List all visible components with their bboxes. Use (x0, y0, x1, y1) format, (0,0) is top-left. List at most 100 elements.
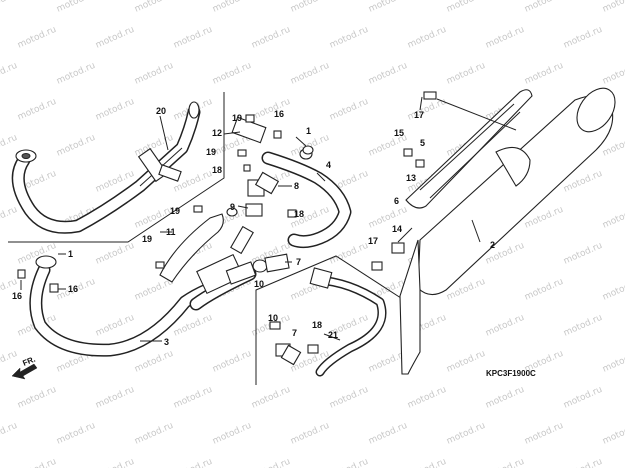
watermark-text: motod.ru (172, 457, 214, 468)
watermark-text: motod.ru (250, 25, 292, 51)
callout-17: 17 (368, 236, 378, 246)
callout-7: 7 (296, 257, 301, 267)
watermark-text: motod.ru (601, 61, 625, 87)
watermark-text: motod.ru (16, 385, 58, 411)
hardware (17, 91, 437, 330)
watermark-text: motod.ru (601, 0, 625, 15)
exhaust-pipe-4 (231, 116, 352, 273)
watermark-text: motod.ru (484, 385, 526, 411)
watermark-text: motod.ru (289, 421, 331, 447)
callout-18: 18 (294, 209, 304, 219)
watermark-text: motod.ru (484, 457, 526, 468)
exhaust-pipe-3 (29, 225, 257, 357)
watermark-text: motod.ru (16, 97, 58, 123)
watermark-text: motod.ru (211, 0, 253, 15)
watermark-text: motod.ru (562, 313, 604, 339)
watermark-text: motod.ru (55, 61, 97, 87)
watermark-text: motod.ru (367, 205, 409, 231)
watermark-text: motod.ru (211, 61, 253, 87)
callout-13: 13 (406, 173, 416, 183)
callout-7: 7 (292, 328, 297, 338)
watermark-text: motod.ru (0, 421, 19, 447)
watermark-text: motod.ru (523, 61, 565, 87)
watermark-text: motod.ru (601, 349, 625, 375)
callout-14: 14 (392, 224, 402, 234)
watermark-text: motod.ru (94, 313, 136, 339)
connecting-pipe-21 (275, 267, 387, 377)
watermark-text: motod.ru (211, 421, 253, 447)
watermark-text: motod.ru (289, 61, 331, 87)
watermark-text: motod.ru (250, 97, 292, 123)
watermark-text: motod.ru (367, 421, 409, 447)
watermark-text: motod.ru (601, 277, 625, 303)
watermark-text: motod.ru (523, 0, 565, 15)
watermark-text: motod.ru (172, 25, 214, 51)
watermark-text: motod.ru (133, 349, 175, 375)
callout-11: 11 (166, 227, 176, 237)
watermark-text: motod.ru (445, 349, 487, 375)
callout-2: 2 (490, 240, 495, 250)
watermark-text: motod.ru (289, 0, 331, 15)
watermark-text: motod.ru (562, 25, 604, 51)
watermark-text: motod.ru (406, 385, 448, 411)
callout-3: 3 (164, 337, 169, 347)
watermark-text: motod.ru (0, 205, 19, 231)
front-direction-label: FR. (21, 355, 36, 368)
callout-18: 18 (312, 320, 322, 330)
callout-20: 20 (156, 106, 166, 116)
watermark-text: motod.ru (445, 61, 487, 87)
diagram-code: KPC3F1900C (486, 369, 536, 378)
watermark-text: motod.ru (562, 457, 604, 468)
watermark-text: motod.ru (94, 385, 136, 411)
watermark-text: motod.ru (55, 133, 97, 159)
callout-9: 9 (230, 202, 235, 212)
callout-labels: 20 1 16 16 3 19 16 12 19 18 1 4 8 19 9 1… (12, 106, 536, 378)
exhaust-pipe-20 (11, 101, 201, 234)
callout-10: 10 (254, 279, 264, 289)
callout-10: 10 (268, 313, 278, 323)
inset-frame-21 (255, 255, 405, 385)
callout-1: 1 (306, 126, 311, 136)
watermark-text: motod.ru (94, 25, 136, 51)
watermark-text: motod.ru (328, 385, 370, 411)
callout-17: 17 (414, 110, 424, 120)
watermark-text: motod.ru (250, 385, 292, 411)
callout-6: 6 (394, 196, 399, 206)
watermark-text: motod.ru (328, 25, 370, 51)
watermark-text: motod.ru (562, 241, 604, 267)
watermark-text: motod.ru (601, 205, 625, 231)
callout-16: 16 (12, 291, 22, 301)
callout-19: 19 (206, 147, 216, 157)
watermark-text: motod.ru (94, 457, 136, 468)
heat-shield-11 (159, 213, 224, 283)
muffler-protector-6 (405, 89, 533, 209)
callout-12: 12 (212, 128, 222, 138)
watermark-text: motod.ru (16, 25, 58, 51)
inset-frame-20 (8, 92, 225, 243)
callout-21: 21 (328, 330, 338, 340)
watermark-text: motod.ru (94, 241, 136, 267)
watermark-text: motod.ru (367, 61, 409, 87)
watermark-text: motod.ru (0, 349, 19, 375)
watermark-text: motod.ru (601, 421, 625, 447)
watermark-text: motod.ru (0, 0, 19, 15)
callout-16: 16 (68, 284, 78, 294)
watermark-text: motod.ru (55, 0, 97, 15)
front-direction-arrow (11, 363, 38, 380)
callout-16: 16 (274, 109, 284, 119)
callout-1: 1 (68, 249, 73, 259)
watermark-text: motod.ru (445, 421, 487, 447)
watermark-text: motod.ru (250, 457, 292, 468)
callout-19: 19 (232, 113, 242, 123)
watermark-text: motod.ru (133, 421, 175, 447)
watermark-text: motod.ru (328, 97, 370, 123)
watermark-text: motod.ru (328, 241, 370, 267)
leader-lines (20, 96, 517, 342)
muffler-2 (399, 87, 616, 375)
watermark-text: motod.ru (94, 97, 136, 123)
watermark-text: motod.ru (211, 349, 253, 375)
watermark-text: motod.ru (406, 25, 448, 51)
callout-19: 19 (170, 206, 180, 216)
